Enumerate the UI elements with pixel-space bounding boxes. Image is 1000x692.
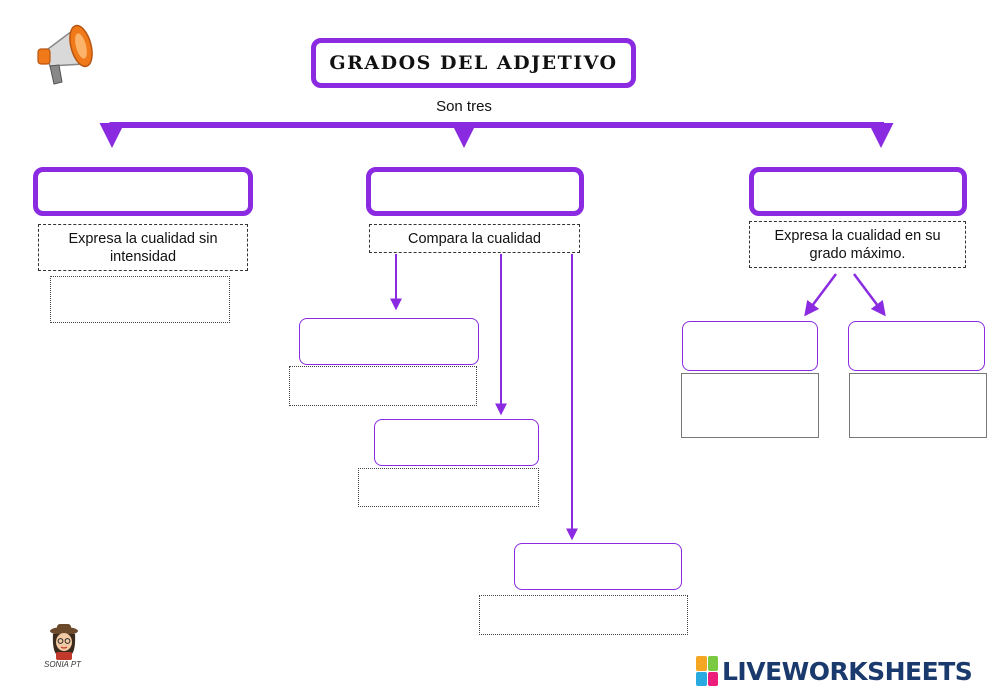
example-box-comparative-2[interactable] <box>358 468 539 507</box>
description-right: Expresa la cualidad en su grado máximo. <box>749 221 966 268</box>
author-avatar-icon <box>48 622 80 660</box>
example-box-left[interactable] <box>50 276 230 323</box>
brand-logo-icon <box>696 656 718 686</box>
answer-box-superlative-2[interactable] <box>848 321 985 371</box>
answer-box-comparative-2[interactable] <box>374 419 539 466</box>
answer-box-positive[interactable] <box>33 167 253 216</box>
answer-box-comparative[interactable] <box>366 167 584 216</box>
subtitle-label: Son tres <box>400 98 528 115</box>
answer-box-comparative-1[interactable] <box>299 318 479 365</box>
answer-box-superlative-1[interactable] <box>682 321 818 371</box>
answer-box-comparative-3[interactable] <box>514 543 682 590</box>
example-box-comparative-3[interactable] <box>479 595 688 635</box>
megaphone-icon <box>32 16 102 88</box>
description-middle: Compara la cualidad <box>369 224 580 253</box>
page-title: GRADOS DEL ADJETIVO <box>329 52 617 74</box>
description-left: Expresa la cualidad sin intensidad <box>38 224 248 271</box>
answer-box-superlative[interactable] <box>749 167 967 216</box>
right-branch-arrows <box>806 274 884 314</box>
brand-footer: LIVEWORKSHEETS <box>696 654 972 688</box>
brand-name: LIVEWORKSHEETS <box>722 657 972 686</box>
title-box: GRADOS DEL ADJETIVO <box>311 38 636 88</box>
example-box-superlative-1[interactable] <box>681 373 819 438</box>
top-bracket <box>110 122 884 143</box>
example-box-comparative-1[interactable] <box>289 366 477 406</box>
author-signature: SONIA PT <box>44 660 81 669</box>
example-box-superlative-2[interactable] <box>849 373 987 438</box>
